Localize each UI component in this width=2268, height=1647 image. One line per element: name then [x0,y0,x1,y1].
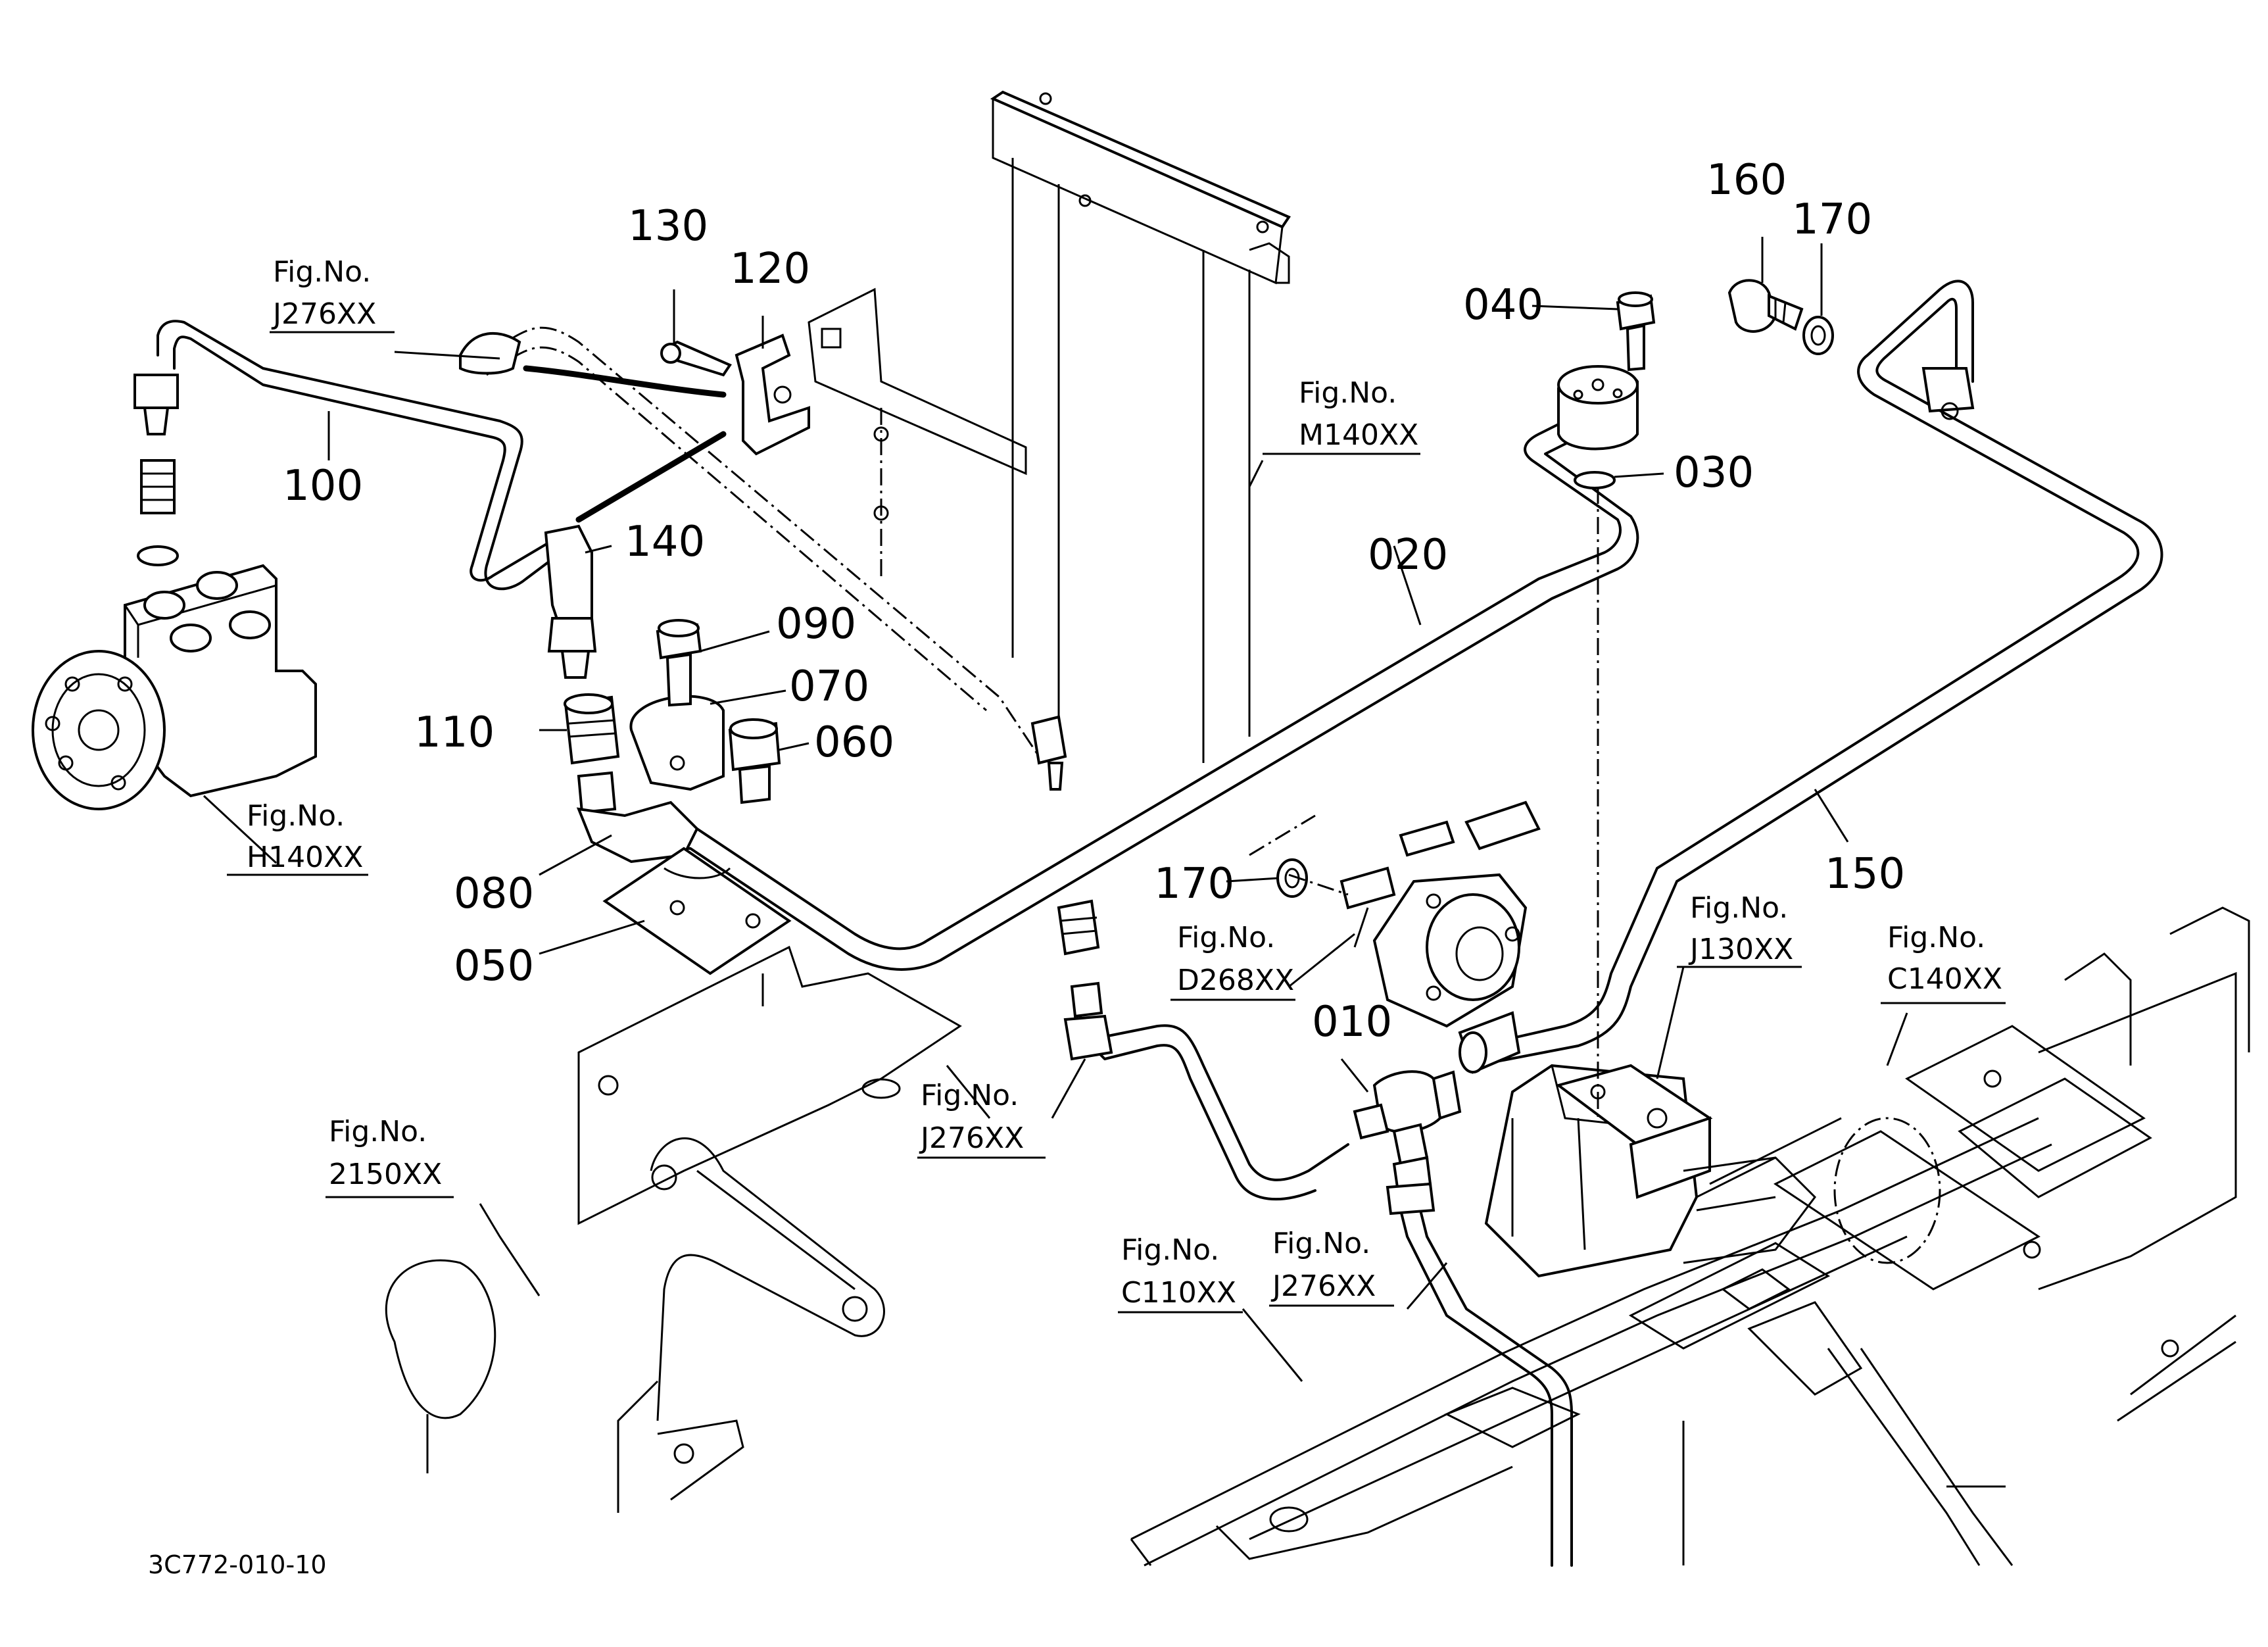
svg-text:Fig.No.: Fig.No. [247,799,345,833]
callout-100: 100 [283,462,363,510]
svg-text:C110XX: C110XX [1121,1276,1236,1310]
figref-j130: Fig.No. J130XX [1677,891,1802,968]
callout-160: 160 [1706,156,1787,205]
callout-090: 090 [776,600,856,649]
figref-2150: Fig.No. 2150XX [326,1115,454,1198]
svg-text:Fig.No.: Fig.No. [1690,891,1788,925]
svg-text:J130XX: J130XX [1688,933,1793,966]
callout-030: 030 [1674,449,1754,497]
svg-text:Fig.No.: Fig.No. [329,1115,427,1148]
svg-text:2150XX: 2150XX [329,1158,442,1191]
figure-references: Fig.No. J276XX Fig.No. M140XX Fig.No. H1… [227,255,2006,1314]
callout-110: 110 [414,708,495,757]
figref-c110: Fig.No. C110XX [1118,1233,1243,1314]
callout-170-right: 170 [1792,195,1872,244]
svg-text:Fig.No.: Fig.No. [1299,376,1397,410]
svg-text:J276XX: J276XX [271,297,376,331]
figref-d268: Fig.No. D268XX [1170,921,1295,1001]
callout-170-left: 170 [1154,860,1234,908]
diagram-code: 3C772-010-10 [148,1550,327,1579]
callout-130: 130 [628,202,708,251]
reference-outlines [385,90,2250,1567]
svg-text:D268XX: D268XX [1177,964,1294,997]
svg-text:H140XX: H140XX [247,841,363,874]
svg-text:Fig.No.: Fig.No. [1887,921,1985,954]
callout-040: 040 [1463,281,1543,330]
leader-lines [203,237,1908,1382]
svg-text:M140XX: M140XX [1299,418,1418,452]
svg-text:C140XX: C140XX [1887,962,2002,996]
figref-j276-mid: Fig.No. J276XX [917,1079,1046,1159]
figref-h140: Fig.No. H140XX [227,799,368,876]
callout-080: 080 [454,870,534,918]
callout-120: 120 [730,245,810,293]
pipes [157,280,2163,1567]
steering-unit-h140 [32,564,317,810]
svg-text:Fig.No.: Fig.No. [1272,1227,1370,1260]
svg-text:Fig.No.: Fig.No. [1121,1233,1219,1267]
figref-m140: Fig.No. M140XX [1263,376,1420,455]
figref-j276-top: Fig.No. J276XX [270,255,395,333]
svg-text:Fig.No.: Fig.No. [1177,921,1275,954]
svg-text:Fig.No.: Fig.No. [273,255,371,289]
svg-text:J276XX: J276XX [919,1121,1024,1155]
figref-j276-bot: Fig.No. J276XX [1269,1227,1394,1307]
valve-d268 [1339,800,1541,1028]
parts [32,279,1975,1216]
figref-c140: Fig.No. C140XX [1881,921,2006,1004]
callout-020: 020 [1368,531,1448,579]
callout-010: 010 [1312,998,1392,1046]
callout-150: 150 [1825,850,1905,898]
svg-text:Fig.No.: Fig.No. [921,1079,1019,1112]
callout-labels: 010 020 030 040 050 060 070 080 090 100 … [283,156,1905,1046]
callout-050: 050 [454,942,534,991]
svg-text:J276XX: J276XX [1270,1269,1376,1303]
callout-070: 070 [789,662,869,711]
callout-060: 060 [814,718,894,767]
callout-140: 140 [625,518,705,566]
